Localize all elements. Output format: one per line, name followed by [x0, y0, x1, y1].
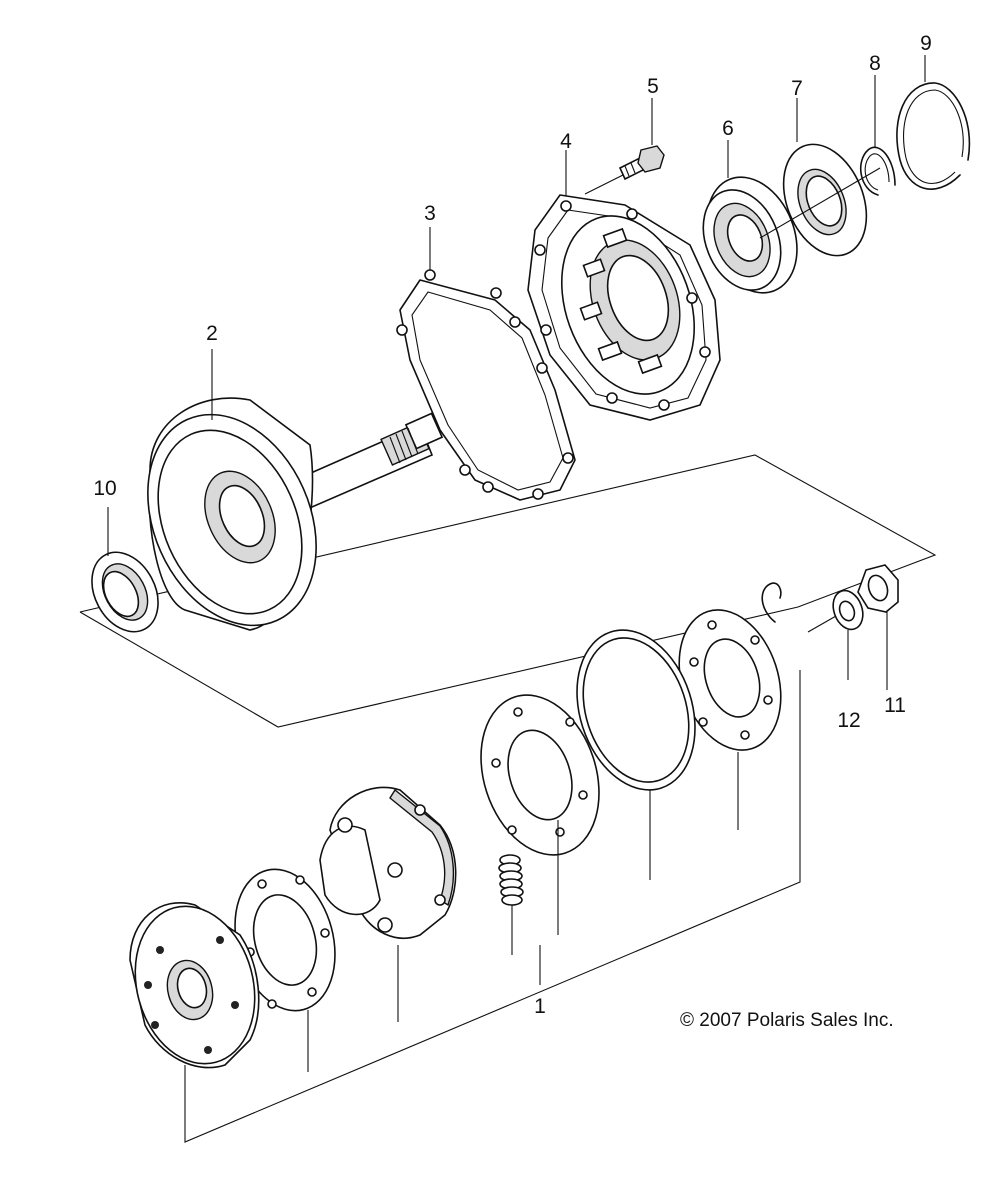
callout-2: 2	[206, 322, 218, 345]
part-1-spring	[498, 854, 524, 906]
callout-11: 11	[884, 694, 906, 717]
part-9-retaining-ring	[896, 55, 971, 190]
part-10-seal	[91, 507, 159, 633]
part-12-washer	[807, 589, 864, 680]
part-1-leader-lines	[184, 670, 801, 1143]
callout-7: 7	[791, 77, 803, 100]
part-1-clutch-shoes	[319, 786, 457, 939]
part-e-clip	[761, 582, 782, 623]
callout-1: 1	[534, 995, 546, 1018]
part-2-drum-shaft	[147, 349, 444, 631]
callout-12: 12	[837, 709, 860, 732]
part-6-bearing	[702, 140, 798, 294]
part-4-housing	[527, 150, 721, 421]
part-1-plate-holed-mid	[480, 694, 600, 856]
part-7-washer	[759, 98, 881, 257]
copyright-notice: © 2007 Polaris Sales Inc.	[680, 1010, 894, 1031]
callout-3: 3	[424, 202, 436, 225]
part-1-hub	[129, 902, 260, 1069]
part-1-plate-friction	[576, 629, 696, 791]
callout-9: 9	[920, 32, 932, 55]
callout-4: 4	[560, 130, 572, 153]
callout-8: 8	[869, 52, 881, 75]
part-1-plate-holed-front	[234, 868, 336, 1012]
part-1-plate-holed-rear	[678, 609, 782, 751]
part-3-gasket	[396, 227, 576, 501]
part-11-nut	[857, 564, 899, 690]
part-5-bolt	[618, 98, 665, 181]
callout-6: 6	[722, 117, 734, 140]
part-8-snap-ring	[860, 75, 896, 196]
callout-5: 5	[647, 75, 659, 98]
callout-10: 10	[93, 477, 116, 500]
